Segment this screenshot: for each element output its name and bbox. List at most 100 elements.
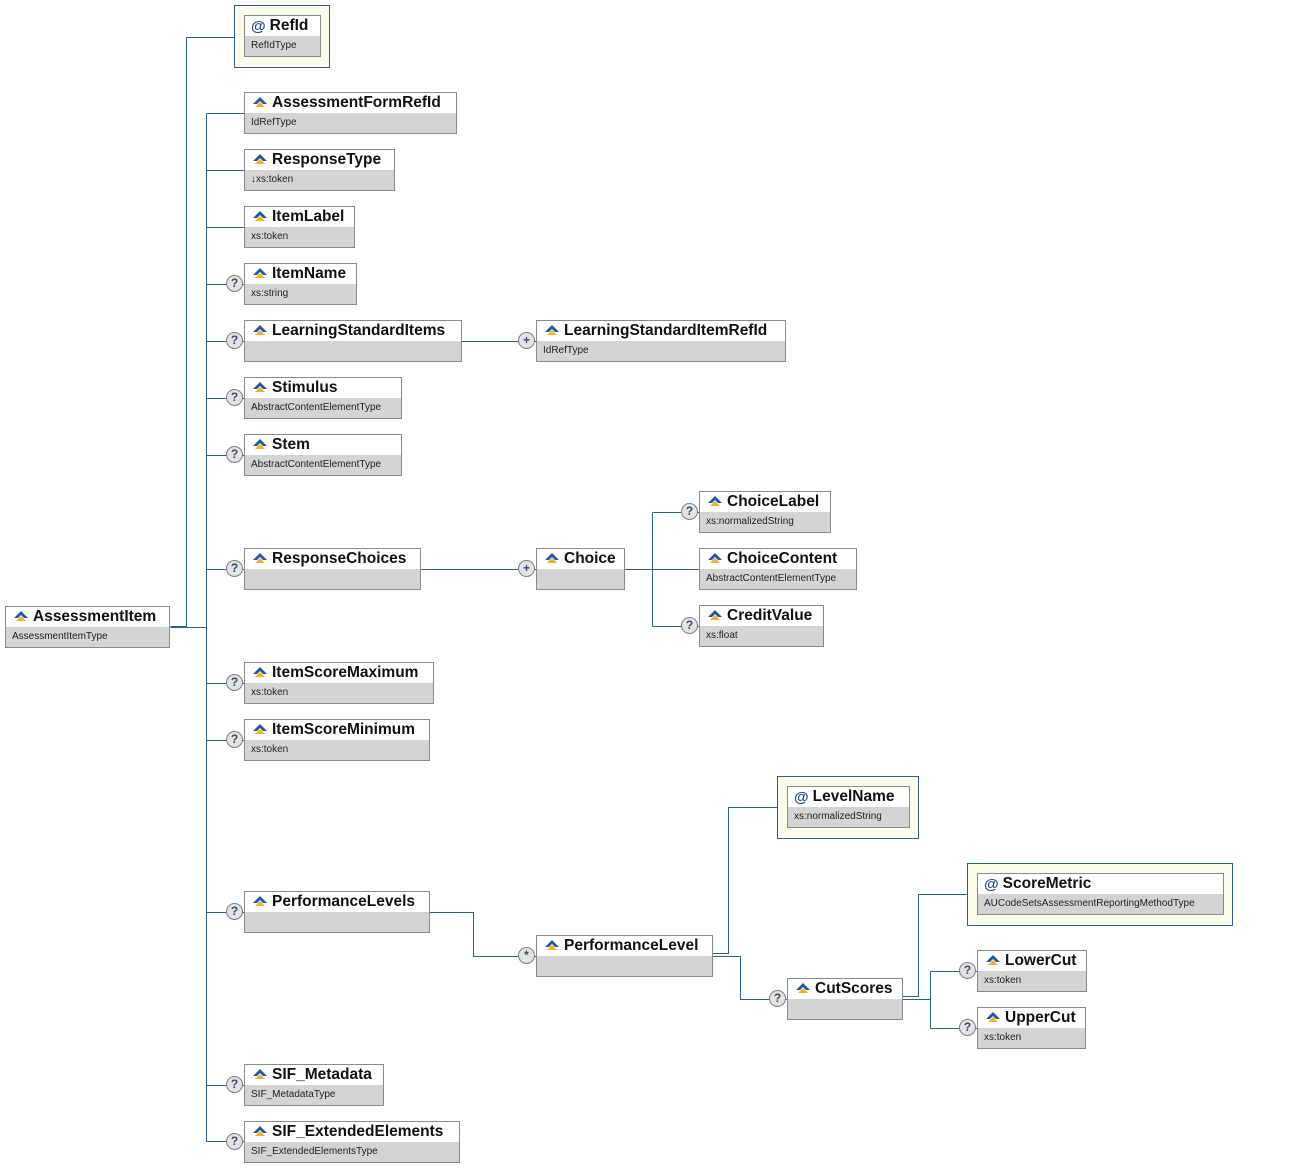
optional-badge: ? [959,1019,976,1036]
assessment-item-node[interactable]: AssessmentItem AssessmentItemType [5,606,170,648]
node-label: ItemScoreMaximum [272,664,419,681]
node-type: AbstractContentElementType [245,398,401,418]
item-label-node[interactable]: ItemLabel xs:token [244,206,355,248]
optional-badge: ? [226,674,243,691]
lower-cut-node[interactable]: LowerCut xs:token [977,950,1087,992]
node-label: LearningStandardItemRefId [564,322,768,339]
level-name-attribute-node[interactable]: @LevelName xs:normalizedString [787,786,910,828]
score-metric-attribute-group: @ScoreMetric AUCodeSetsAssessmentReporti… [967,863,1233,926]
attribute-icon: @ [984,875,999,893]
optional-badge: ? [226,389,243,406]
optional-badge: ? [226,275,243,292]
node-label: Stimulus [272,379,338,396]
optional-badge: ? [681,617,698,634]
node-label: Stem [272,436,310,453]
node-type: ↓xs:token [245,170,394,190]
element-icon [253,154,267,164]
node-type: xs:float [700,626,823,646]
upper-cut-node[interactable]: UpperCut xs:token [977,1007,1086,1049]
node-type [245,912,429,932]
refid-attribute-node[interactable]: @RefId RefIdType [244,15,321,57]
choice-content-node[interactable]: ChoiceContent AbstractContentElementType [699,548,857,590]
stimulus-node[interactable]: Stimulus AbstractContentElementType [244,377,402,419]
node-label: CutScores [815,980,893,997]
node-type: AbstractContentElementType [245,455,401,475]
node-type: SIF_MetadataType [245,1085,383,1105]
node-type [245,569,420,589]
cut-scores-node[interactable]: CutScores [787,978,903,1020]
element-icon [253,1126,267,1136]
node-label: UpperCut [1005,1009,1076,1026]
element-icon [253,667,267,677]
zero-or-more-badge: * [518,947,535,964]
choice-label-node[interactable]: ChoiceLabel xs:normalizedString [699,491,831,533]
attribute-icon: @ [251,17,266,35]
element-icon [253,439,267,449]
sif-metadata-node[interactable]: SIF_Metadata SIF_MetadataType [244,1064,384,1106]
score-metric-attribute-node[interactable]: @ScoreMetric AUCodeSetsAssessmentReporti… [977,873,1224,915]
element-icon [986,955,1000,965]
response-choices-node[interactable]: ResponseChoices [244,548,421,590]
node-label: LowerCut [1005,952,1077,969]
response-type-node[interactable]: ResponseType ↓xs:token [244,149,395,191]
optional-badge: ? [226,446,243,463]
learning-standard-items-node[interactable]: LearningStandardItems [244,320,462,362]
optional-badge: ? [769,990,786,1007]
performance-levels-node[interactable]: PerformanceLevels [244,891,430,933]
item-score-maximum-node[interactable]: ItemScoreMaximum xs:token [244,662,434,704]
node-type: xs:normalizedString [788,807,909,827]
node-type: AbstractContentElementType [700,569,856,589]
node-type: AUCodeSetsAssessmentReportingMethodType [978,894,1223,914]
node-type: xs:normalizedString [700,512,830,532]
element-icon [708,610,722,620]
element-icon [253,382,267,392]
node-type: IdRefType [245,113,456,133]
node-label: ItemScoreMinimum [272,721,415,738]
attribute-icon: @ [794,788,809,806]
node-label: PerformanceLevel [564,937,699,954]
element-icon [708,553,722,563]
optional-badge: ? [226,332,243,349]
optional-badge: ? [226,1133,243,1150]
node-type: xs:token [245,683,433,703]
refid-attribute-group: @RefId RefIdType [234,5,330,68]
node-type: xs:token [245,227,354,247]
node-label: ResponseChoices [272,550,407,567]
element-icon [253,553,267,563]
node-type: RefIdType [245,36,320,56]
choice-node[interactable]: Choice [536,548,625,590]
optional-badge: ? [226,1076,243,1093]
node-label: ItemLabel [272,208,345,225]
node-label: LearningStandardItems [272,322,446,339]
performance-level-node[interactable]: PerformanceLevel [536,935,713,977]
stem-node[interactable]: Stem AbstractContentElementType [244,434,402,476]
node-label: ScoreMetric [1002,875,1092,892]
item-score-minimum-node[interactable]: ItemScoreMinimum xs:token [244,719,430,761]
node-type: IdRefType [537,341,785,361]
node-label: RefId [269,17,309,34]
element-icon [253,211,267,221]
element-icon [14,611,28,621]
element-icon [545,553,559,563]
node-label: SIF_ExtendedElements [272,1123,444,1140]
node-type: xs:token [978,1028,1085,1048]
assessment-form-refid-node[interactable]: AssessmentFormRefId IdRefType [244,92,457,134]
sif-extended-elements-node[interactable]: SIF_ExtendedElements SIF_ExtendedElement… [244,1121,460,1163]
one-or-more-badge: + [518,560,535,577]
node-label: PerformanceLevels [272,893,416,910]
node-label: ChoiceContent [727,550,838,567]
element-icon [253,268,267,278]
element-icon [708,496,722,506]
optional-badge: ? [226,903,243,920]
node-type: xs:token [245,740,429,760]
element-icon [253,724,267,734]
node-type [537,569,624,589]
learning-standard-item-refid-node[interactable]: LearningStandardItemRefId IdRefType [536,320,786,362]
node-label: Choice [564,550,616,567]
element-icon [253,97,267,107]
credit-value-node[interactable]: CreditValue xs:float [699,605,824,647]
node-label: CreditValue [727,607,813,624]
item-name-node[interactable]: ItemName xs:string [244,263,357,305]
node-type [537,956,712,976]
